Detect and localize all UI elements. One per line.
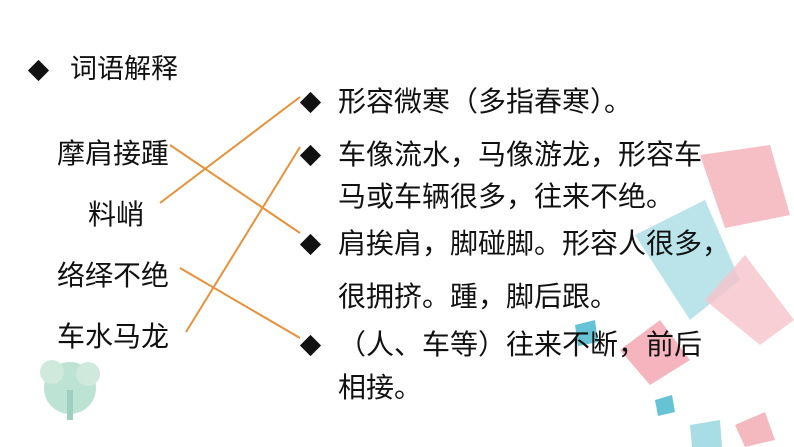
definition-line: （人、车等）往来不断，前后 [338, 328, 703, 361]
link-line [179, 267, 301, 339]
term-item: 车水马龙 [57, 320, 170, 353]
definition-line: 形容微寒（多指春寒）。 [338, 85, 633, 118]
link-line [159, 96, 301, 204]
term-item: 络绎不绝 [57, 259, 170, 292]
link-line [169, 144, 301, 234]
link-line [185, 146, 301, 333]
definition-line: 车像流水，马像游龙，形容车 [338, 138, 703, 171]
section-title: 词语解释 [70, 54, 178, 85]
term-item: 料峭 [88, 198, 145, 231]
definition-line: 肩挨肩，脚碰脚。形容人很多， [338, 227, 731, 260]
definition-line: 马或车辆很多，往来不绝。 [338, 180, 675, 213]
definition-line: 很拥挤。踵，脚后跟。 [338, 280, 619, 313]
term-item: 摩肩接踵 [57, 137, 170, 170]
definition-line: 相接。 [338, 371, 423, 404]
